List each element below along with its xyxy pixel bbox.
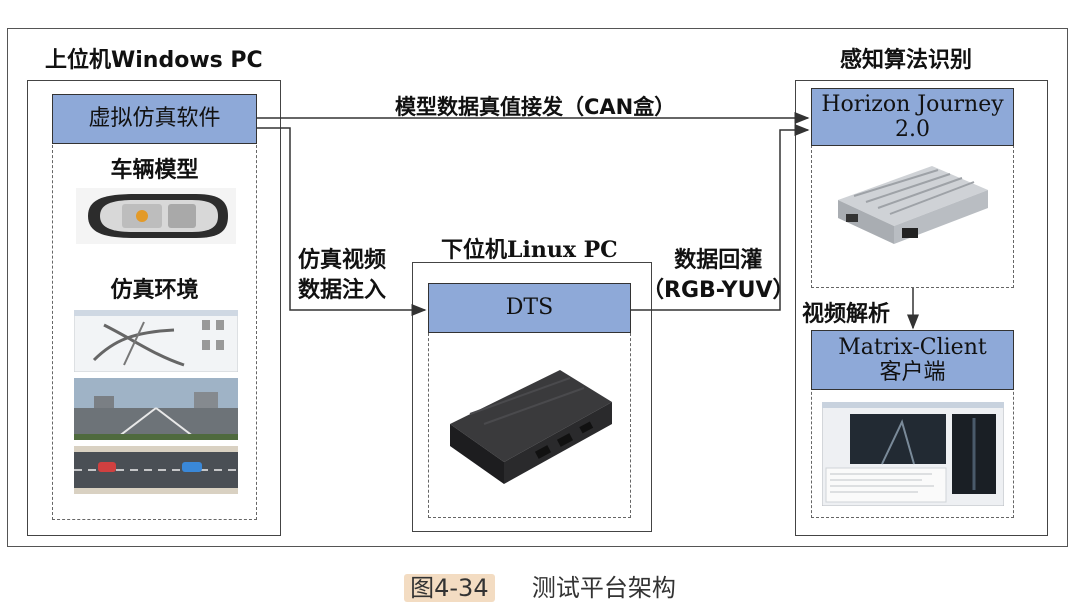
dts-label: DTS xyxy=(505,295,554,321)
matrix-label-line2: 客户端 xyxy=(879,360,946,385)
sim-software-box: 虚拟仿真软件 xyxy=(52,94,257,144)
figure-caption: 图4-34 测试平台架构 xyxy=(0,568,1080,603)
sim-software-label: 虚拟仿真软件 xyxy=(88,106,221,132)
vehicle-model-label: 车辆模型 xyxy=(110,158,199,183)
matrix-client-screenshot xyxy=(821,401,1005,507)
perception-title: 感知算法识别 xyxy=(840,48,973,73)
sim-env-road-image xyxy=(74,378,238,441)
sim-env-label: 仿真环境 xyxy=(110,278,199,303)
figure-number: 图4-34 xyxy=(404,574,495,602)
dts-box: DTS xyxy=(428,283,631,333)
figure-title: 测试平台架构 xyxy=(531,574,676,602)
data-back-label: 数据回灌 （RGB-YUV） xyxy=(642,246,795,306)
lower-pc-title: 下位机Linux PC xyxy=(441,237,618,263)
horizon-device-image xyxy=(832,160,994,250)
sim-env-map-image xyxy=(73,309,239,373)
video-inject-line1: 仿真视频 xyxy=(298,248,387,273)
arrow-data-back xyxy=(631,124,810,311)
matrix-client-box: Matrix-Client 客户端 xyxy=(811,330,1014,390)
video-inject-line2: 数据注入 xyxy=(298,278,387,303)
horizon-label-line1: Horizon Journey xyxy=(821,91,1004,117)
matrix-label-line1: Matrix-Client xyxy=(838,334,987,360)
video-parse-label: 视频解析 xyxy=(802,302,891,327)
arrow-video-inject xyxy=(257,127,427,316)
data-back-line2: （RGB-YUV） xyxy=(642,278,795,303)
horizon-box: Horizon Journey 2.0 xyxy=(811,88,1014,146)
upper-pc-title: 上位机Windows PC xyxy=(45,48,263,73)
dts-device-image xyxy=(440,362,620,490)
video-inject-label: 仿真视频 数据注入 xyxy=(298,246,386,306)
outer-frame xyxy=(7,28,1068,547)
sim-env-lane-image xyxy=(74,446,238,494)
horizon-label-line2: 2.0 xyxy=(894,117,930,142)
vehicle-model-image xyxy=(76,188,236,244)
top-arrow-label: 模型数据真值接发（CAN盒） xyxy=(395,95,676,119)
data-back-line1: 数据回灌 xyxy=(674,248,763,273)
